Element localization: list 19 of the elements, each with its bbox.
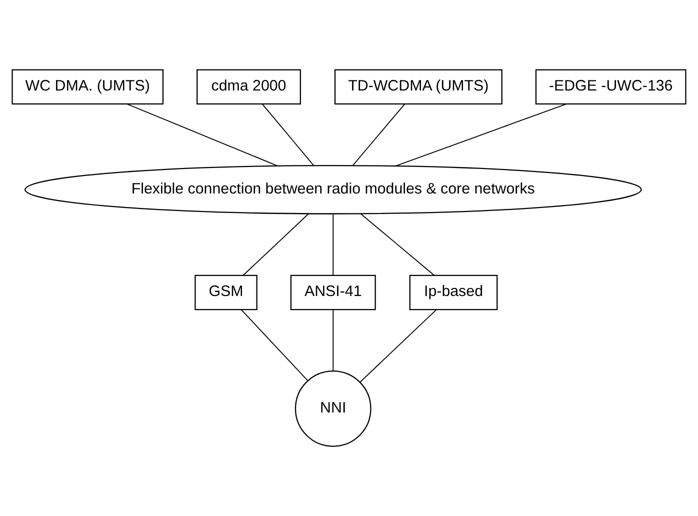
node-box: GSM [194, 274, 258, 310]
connector [240, 309, 308, 382]
node-circle: NNI [294, 370, 372, 447]
connector [242, 213, 310, 276]
connector [262, 104, 314, 166]
node-box: cdma 2000 [196, 69, 301, 104]
connector [395, 104, 567, 166]
connector [352, 104, 406, 166]
node-ellipse: Flexible connection between radio modules & core networks [24, 165, 642, 214]
node-box: ANSI-41 [290, 274, 376, 310]
node-box: -EDGE -UWC-136 [535, 69, 686, 104]
node-box: WC DMA. (UMTS) [12, 69, 164, 104]
connector [332, 309, 334, 372]
connector [360, 213, 435, 276]
connector [360, 309, 437, 382]
node-box: Ip-based [409, 274, 498, 310]
node-box: TD-WCDMA (UMTS) [334, 69, 502, 104]
connector [126, 104, 278, 166]
connector [332, 214, 334, 276]
